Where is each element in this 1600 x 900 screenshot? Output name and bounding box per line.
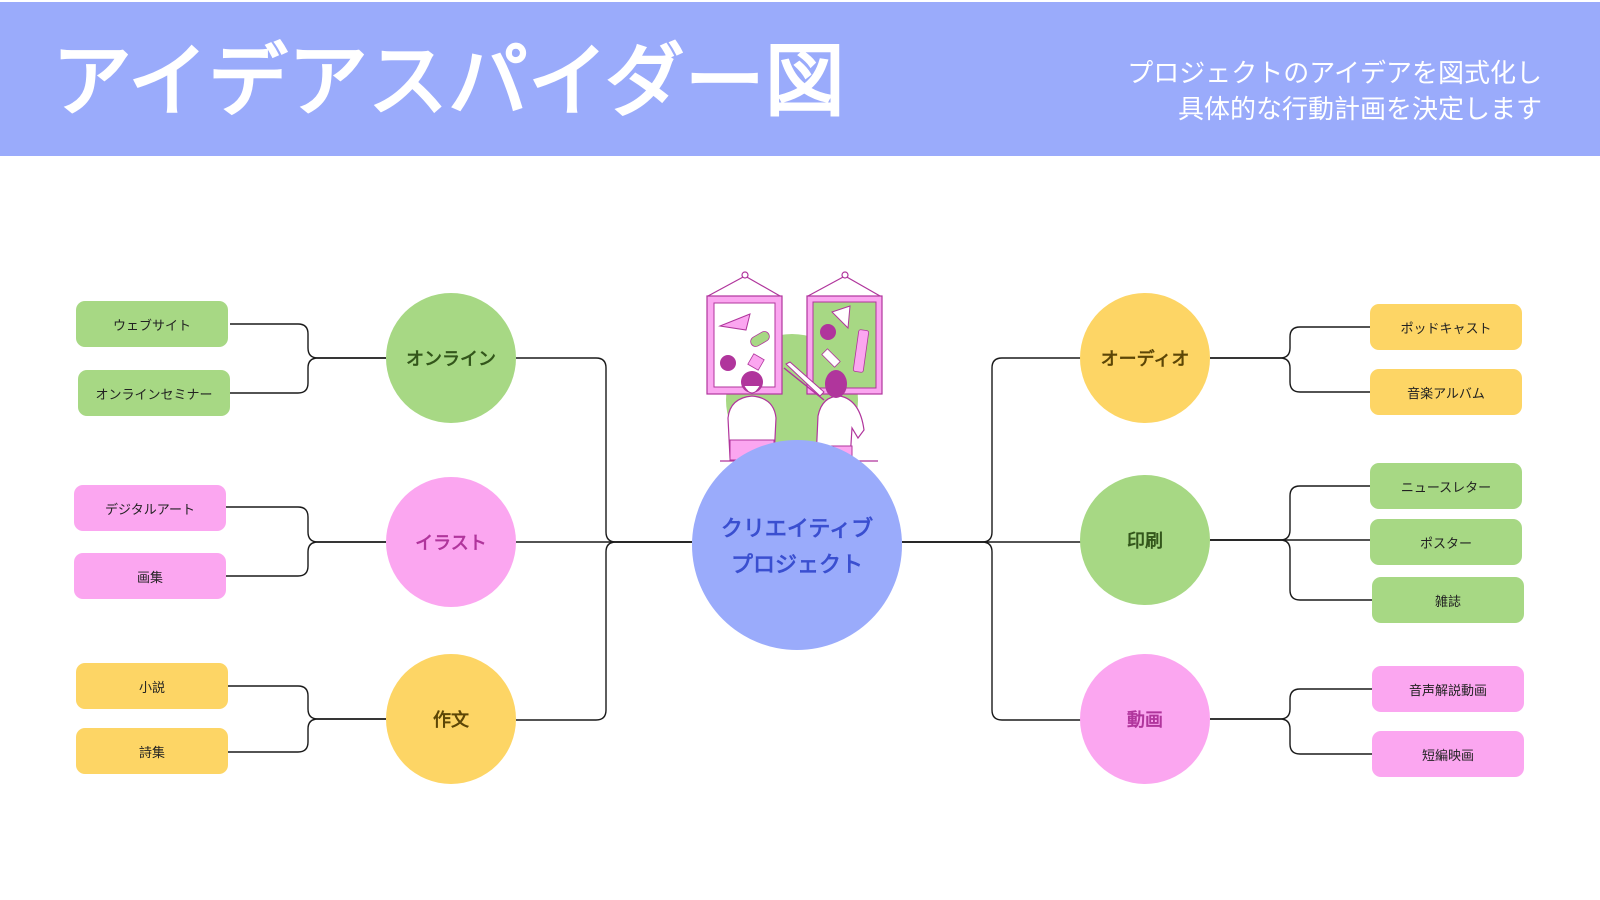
leaf-digital-art[interactable]: デジタルアート [74, 485, 226, 531]
branch-illust[interactable]: イラスト [386, 477, 516, 607]
branch-illust-label: イラスト [415, 533, 487, 554]
connector-online-leaves-2 [230, 357, 386, 394]
page-subtitle: プロジェクトのアイデアを図式化し 具体的な行動計画を決定します [1127, 56, 1542, 128]
connector-video-leaves-2 [1210, 718, 1372, 755]
connector-illust-leaves-2 [226, 541, 386, 577]
connector-print-leaves-3 [1210, 539, 1372, 601]
branch-print-label: 印刷 [1127, 531, 1163, 552]
connector-print-leaves-1 [1210, 485, 1370, 541]
leaf-poster[interactable]: ポスター [1370, 519, 1522, 565]
branch-print[interactable]: 印刷 [1080, 475, 1210, 605]
two-people-viewing-art-frames-illustration [706, 271, 883, 466]
subtitle-line-1: プロジェクトのアイデアを図式化し [1127, 59, 1542, 89]
page-title: アイデアスパイダー図 [52, 35, 845, 128]
branch-online-label: オンライン [406, 349, 496, 370]
connector-writing-leaves-2 [228, 718, 386, 753]
connector-audio-leaves-1 [1210, 326, 1370, 359]
connector-illust-leaves-1 [226, 506, 386, 543]
header-banner: アイデアスパイダー図 プロジェクトのアイデアを図式化し 具体的な行動計画を決定し… [0, 2, 1600, 156]
leaf-magazine[interactable]: 雑誌 [1372, 577, 1524, 623]
branch-audio-label: オーディオ [1100, 349, 1190, 370]
branch-online[interactable]: オンライン [386, 293, 516, 423]
connector-center-writing [516, 541, 692, 721]
connector-center-audio [902, 357, 1082, 543]
connector-video-leaves-1 [1210, 688, 1372, 720]
leaf-poetry[interactable]: 詩集 [76, 728, 228, 774]
branch-video-label: 動画 [1127, 710, 1163, 731]
branch-video[interactable]: 動画 [1080, 654, 1210, 784]
leaf-newsletter[interactable]: ニュースレター [1370, 463, 1522, 509]
leaf-short-film[interactable]: 短編映画 [1372, 731, 1524, 777]
leaf-website[interactable]: ウェブサイト [76, 301, 228, 347]
branch-audio[interactable]: オーディオ [1080, 293, 1210, 423]
branch-writing[interactable]: 作文 [386, 654, 516, 784]
leaf-art-book[interactable]: 画集 [74, 553, 226, 599]
connector-audio-leaves-2 [1210, 357, 1370, 393]
connector-center-online [516, 357, 692, 543]
center-label-line-2: プロジェクト [730, 553, 863, 578]
branch-writing-label: 作文 [433, 710, 469, 731]
center-label-line-1: クリエイティブ [720, 517, 874, 542]
connector-writing-leaves-1 [228, 685, 386, 720]
connector-center-video [902, 541, 1082, 721]
center-node[interactable]: クリエイティブ プロジェクト [692, 440, 902, 650]
subtitle-line-2: 具体的な行動計画を決定します [1177, 95, 1542, 125]
leaf-podcast[interactable]: ポッドキャスト [1370, 304, 1522, 350]
leaf-online-seminar[interactable]: オンラインセミナー [78, 370, 230, 416]
leaf-audio-commentary[interactable]: 音声解説動画 [1372, 666, 1524, 712]
connector-online-leaves-1 [230, 323, 386, 359]
leaf-music-album[interactable]: 音楽アルバム [1370, 369, 1522, 415]
leaf-novel[interactable]: 小説 [76, 663, 228, 709]
